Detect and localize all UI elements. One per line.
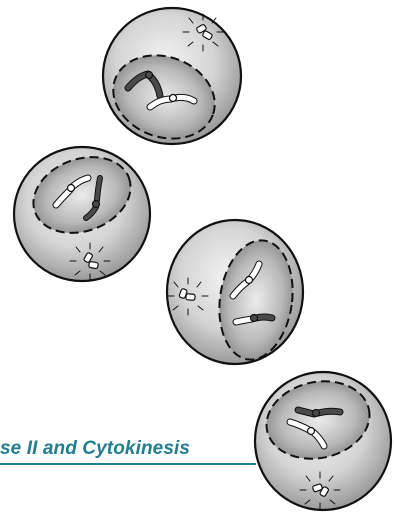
caption-underline [0, 463, 256, 465]
cell-1 [101, 8, 241, 152]
cell-4 [255, 372, 391, 510]
cell-2 [14, 144, 150, 281]
cell-3 [167, 220, 303, 364]
caption-heading: se II and Cytokinesis [0, 438, 190, 460]
